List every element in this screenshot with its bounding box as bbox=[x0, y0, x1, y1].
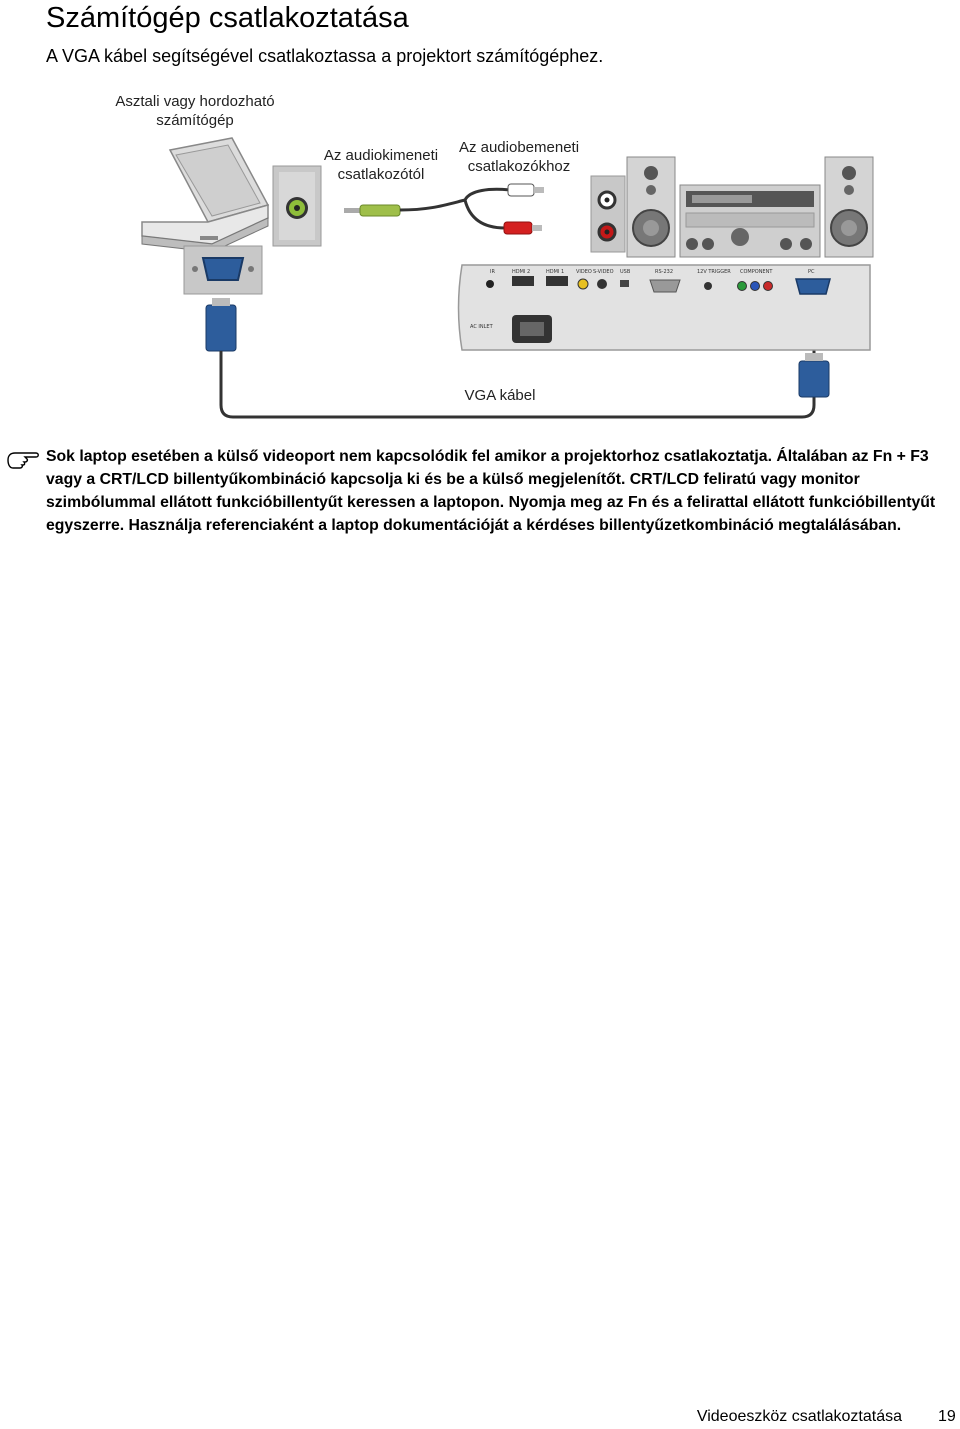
footer-section-title: Videoeszköz csatlakoztatása bbox=[696, 1408, 902, 1425]
connection-diagram: IR HDMI 2 HDMI 1 VIDEO S-VIDEO USB RS-23… bbox=[141, 137, 874, 419]
svg-text:AC INLET: AC INLET bbox=[470, 324, 494, 330]
svg-text:PC: PC bbox=[808, 269, 815, 275]
page-subtitle: A VGA kábel segítségével csatlakoztassa … bbox=[46, 46, 604, 66]
stereo-system-illustration bbox=[626, 156, 874, 258]
audio-out-label: Az audiokimeneti csatlakozótól bbox=[323, 147, 439, 183]
audio-out-jack bbox=[272, 165, 322, 247]
rca-cable bbox=[463, 183, 544, 235]
svg-text:COMPONENT: COMPONENT bbox=[740, 269, 773, 275]
vga-cable-label: VGA kábel bbox=[464, 387, 536, 404]
projector-back-panel: IR HDMI 2 HDMI 1 VIDEO S-VIDEO USB RS-23… bbox=[457, 264, 871, 351]
vga-cable bbox=[205, 298, 830, 419]
note-text: Sok laptop esetében a külső videoport ne… bbox=[46, 448, 936, 534]
laptop-vga-port bbox=[183, 245, 263, 295]
audio-in-jacks bbox=[590, 175, 626, 253]
computer-label: Asztali vagy hordozható számítógép bbox=[115, 93, 275, 129]
audio-in-label: Az audiobemeneti csatlakozókhoz bbox=[458, 139, 580, 175]
svg-text:VIDEO: VIDEO bbox=[576, 269, 592, 275]
svg-text:HDMI 1: HDMI 1 bbox=[546, 269, 564, 275]
page-number: 19 bbox=[938, 1408, 956, 1425]
svg-text:USB: USB bbox=[620, 269, 631, 275]
laptop-illustration bbox=[141, 137, 270, 253]
svg-text:RS-232: RS-232 bbox=[655, 269, 673, 275]
svg-text:IR: IR bbox=[490, 269, 495, 275]
svg-text:12V TRIGGER: 12V TRIGGER bbox=[697, 269, 731, 275]
audio-minijack-cable bbox=[344, 198, 466, 217]
svg-text:HDMI 2: HDMI 2 bbox=[512, 269, 530, 275]
svg-text:S-VIDEO: S-VIDEO bbox=[593, 269, 614, 275]
page-title: Számítógép csatlakoztatása bbox=[46, 2, 409, 34]
pointing-hand-icon bbox=[7, 452, 39, 469]
